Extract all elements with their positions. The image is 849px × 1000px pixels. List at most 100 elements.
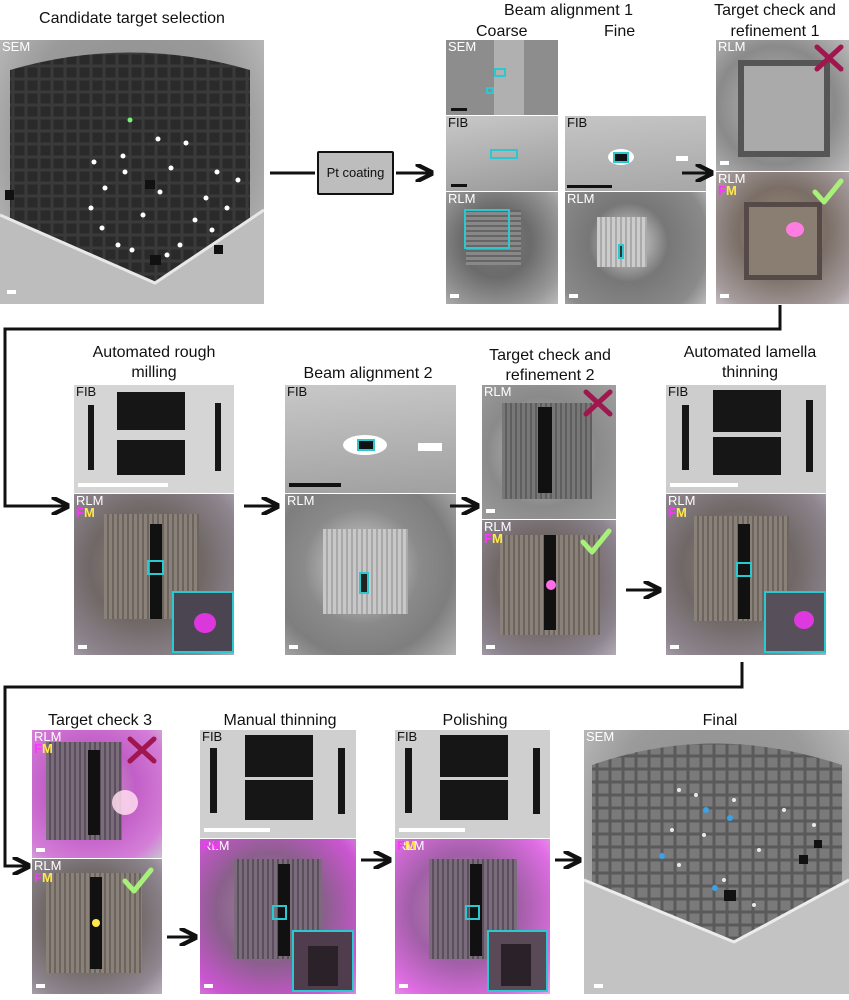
fm-label-f: F (34, 741, 42, 756)
thinning-title-line1: Automated lamella (683, 344, 817, 361)
rough-rlm-fm-image: RLM FM (74, 494, 234, 655)
sem-label: SEM (448, 40, 477, 54)
fm-label-f: F (397, 839, 405, 853)
zoom-inset (487, 930, 548, 992)
check2-reject-rlm-image: RLM (482, 385, 616, 519)
polishing-rlm-fm-image: RLM FM (395, 839, 550, 994)
scale-bar (289, 483, 341, 487)
fib-label: FIB (287, 385, 308, 399)
roi-box (465, 905, 480, 920)
scale-bar (670, 483, 738, 487)
rlm-label: RLM (287, 494, 315, 508)
check2-accept-rlm-fm-image: RLM FM (482, 520, 616, 655)
accept-check-icon (812, 178, 844, 205)
scale-bar (36, 848, 45, 852)
check3-accept-rlm-fm-image: RLM FM (32, 859, 162, 994)
check2-title-line1: Target check and (489, 347, 611, 364)
beam2-title: Beam alignment 2 (303, 365, 433, 382)
scale-bar (289, 645, 298, 649)
fm-label-m: M (209, 839, 221, 853)
rlm-label: RLM (484, 520, 512, 534)
rlm-label: RLM (397, 839, 425, 853)
fm-label-m: M (675, 505, 687, 520)
accept-check-icon (122, 867, 154, 894)
sem-label: SEM (2, 40, 31, 54)
rlm-label: RLM (668, 494, 696, 508)
check1-reject-rlm-image: RLM (716, 40, 849, 171)
zoom-inset (764, 591, 826, 653)
beam1-coarse-rlm-image: RLM (446, 192, 558, 304)
fib-label: FIB (668, 385, 689, 399)
fine-rlm-roi-box (618, 244, 624, 259)
rlm-label: RLM (718, 40, 746, 54)
rlm-label: RLM (567, 192, 595, 206)
beam1-title: Beam alignment 1 (504, 2, 633, 19)
reject-x-icon (583, 389, 613, 417)
rlm-label: RLM (448, 192, 476, 206)
coarse-roi-box (494, 68, 506, 77)
thinning-rlm-fm-image: RLM FM (666, 494, 826, 655)
thinning-title-line2: thinning (721, 364, 779, 381)
pt-coating-label: Pt coating (326, 165, 385, 180)
rlm-label: RLM (76, 494, 104, 508)
scale-bar (78, 645, 87, 649)
rlm-label: RLM (484, 385, 512, 399)
fib-label: FIB (202, 730, 223, 744)
rough-title-line1: Automated rough (92, 344, 216, 361)
rlm-label: RLM (202, 839, 230, 853)
scale-bar (567, 185, 612, 188)
polishing-title: Polishing (442, 712, 508, 729)
manual-rlm-fm-image: RLM FM (200, 839, 356, 994)
coarse-rlm-roi-box (464, 209, 510, 249)
scale-bar (569, 294, 578, 298)
manual-fib-image: FIB (200, 730, 356, 838)
check2-title-line2: refinement 2 (505, 367, 595, 384)
fm-label-m: M (491, 531, 503, 546)
coarse-roi-box-2 (486, 87, 494, 94)
roi-box (272, 905, 287, 920)
fm-label-f: F (34, 870, 42, 885)
scale-bar (720, 294, 729, 298)
fm-label-m: M (725, 183, 737, 198)
scale-bar (204, 984, 213, 988)
scale-bar (399, 984, 408, 988)
rough-title-line2: milling (131, 364, 177, 381)
coarse-fib-roi-box (490, 149, 518, 159)
fm-label-m: M (41, 741, 53, 756)
final-sem-image: SEM (584, 730, 849, 994)
fib-label: FIB (76, 385, 97, 399)
manual-title: Manual thinning (223, 712, 337, 729)
polishing-fib-image: FIB (395, 730, 550, 838)
fm-label-f: F (668, 505, 676, 520)
candidate-title: Candidate target selection (39, 10, 225, 27)
roi-box (147, 560, 164, 575)
fm-label-f: F (484, 531, 492, 546)
beam2-rlm-image: RLM (285, 494, 456, 655)
thinning-fib-image: FIB (666, 385, 826, 493)
zoom-inset (292, 930, 354, 992)
beam1-fine-fib-image: FIB (565, 116, 706, 191)
rlm-label: RLM (718, 172, 746, 186)
final-title: Final (702, 712, 738, 729)
fm-label-f: F (202, 839, 210, 853)
check1-title-line2: refinement 1 (730, 23, 820, 40)
accept-check-icon (580, 528, 612, 555)
beam1-coarse-label: Coarse (476, 23, 528, 40)
beam1-coarse-sem-image: SEM (446, 40, 558, 115)
reject-x-icon (814, 44, 844, 72)
reject-x-icon (127, 736, 157, 764)
scale-bar (486, 509, 495, 513)
beam1-fine-rlm-image: RLM (565, 192, 706, 304)
pt-coating-box: Pt coating (317, 151, 394, 195)
fm-label-m: M (83, 505, 95, 520)
candidate-sem-image: SEM (0, 40, 264, 304)
check3-reject-rlm-fm-image: RLM FM (32, 730, 162, 858)
beam1-fine-label: Fine (604, 23, 636, 40)
check3-title: Target check 3 (47, 712, 153, 729)
zoom-inset (172, 591, 234, 653)
scale-bar (36, 984, 45, 988)
beam2-fib-image: FIB (285, 385, 456, 493)
scale-bar (78, 483, 168, 487)
fm-label-m: M (41, 870, 53, 885)
